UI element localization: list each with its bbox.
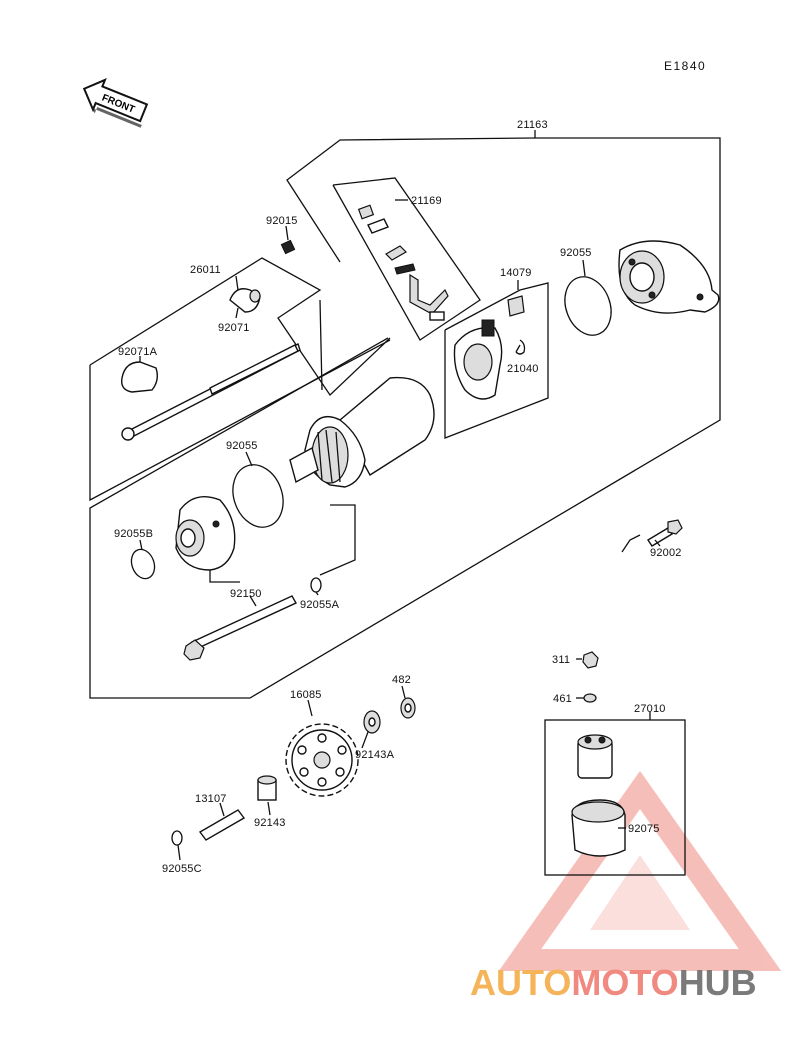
leader-lines [139,225,661,861]
front-cover-part [175,496,236,571]
bearing-482 [400,697,416,719]
front-arrow-icon: FRONT [82,78,149,128]
assembly-outline-14079 [444,280,549,439]
label-21040: 21040 [507,363,539,375]
o-ring-92055B [130,548,156,580]
label-92055B: 92055B [114,528,153,540]
watermark-part2: MOTO [571,962,678,1003]
collar-92143 [257,775,277,801]
label-461: 461 [553,693,572,705]
diagram-code: E1840 [664,59,706,73]
label-311: 311 [552,654,570,666]
label-92143A: 92143A [355,749,395,761]
label-16085: 16085 [290,689,322,701]
label-92055-top: 92055 [560,247,592,259]
terminal-cap-92071 [229,288,261,313]
part-labels: 21163 21169 92015 26011 92071 92071A 140… [114,119,682,875]
label-92075: 92075 [628,823,660,835]
label-92015: 92015 [266,215,298,227]
assembly-outline-21163 [89,130,721,699]
label-482: 482 [392,674,411,686]
boot-92071A [121,361,159,393]
label-92071: 92071 [218,322,250,334]
label-14079: 14079 [500,267,532,279]
nut-311 [582,651,599,669]
assembly-outline-27010 [544,712,686,876]
o-ring-92055-mid [232,464,284,528]
label-21169: 21169 [411,195,442,207]
shaft-13107 [198,809,246,841]
watermark-part3: HUB [679,962,757,1003]
label-13107: 13107 [195,793,227,805]
label-92055A: 92055A [300,599,340,611]
label-92055-mid: 92055 [226,440,258,452]
label-92071A: 92071A [118,346,158,358]
motor-yoke-part [289,376,435,488]
label-92150: 92150 [230,588,262,600]
label-26011: 26011 [190,264,221,276]
label-92143: 92143 [254,817,286,829]
assembly-outline-21169 [332,177,481,341]
label-92002: 92002 [650,547,682,559]
lead-rod-part [121,343,301,441]
watermark-text: AUTOMOTOHUB [470,962,757,1003]
brush-parts [357,204,449,321]
brush-plate-part [453,295,526,400]
watermark-part1: AUTO [470,962,571,1003]
washer-461 [583,693,597,703]
washer-92015 [280,239,296,255]
circlip-92055C [171,830,183,846]
bolt-92002 [647,519,683,547]
assembly-outline-26011 [89,257,391,502]
label-92055C: 92055C [162,863,202,875]
o-ring-92055A [310,577,322,593]
idle-gear-16085 [285,723,359,797]
starter-relay-part [571,734,626,857]
collar-92143A [363,710,381,734]
o-ring-92055-top [564,276,612,336]
bolt-92150 [183,595,297,661]
bracket-lines [209,504,641,583]
label-21163: 21163 [517,119,548,131]
rear-cover-part [618,240,720,314]
label-27010: 27010 [634,703,666,715]
